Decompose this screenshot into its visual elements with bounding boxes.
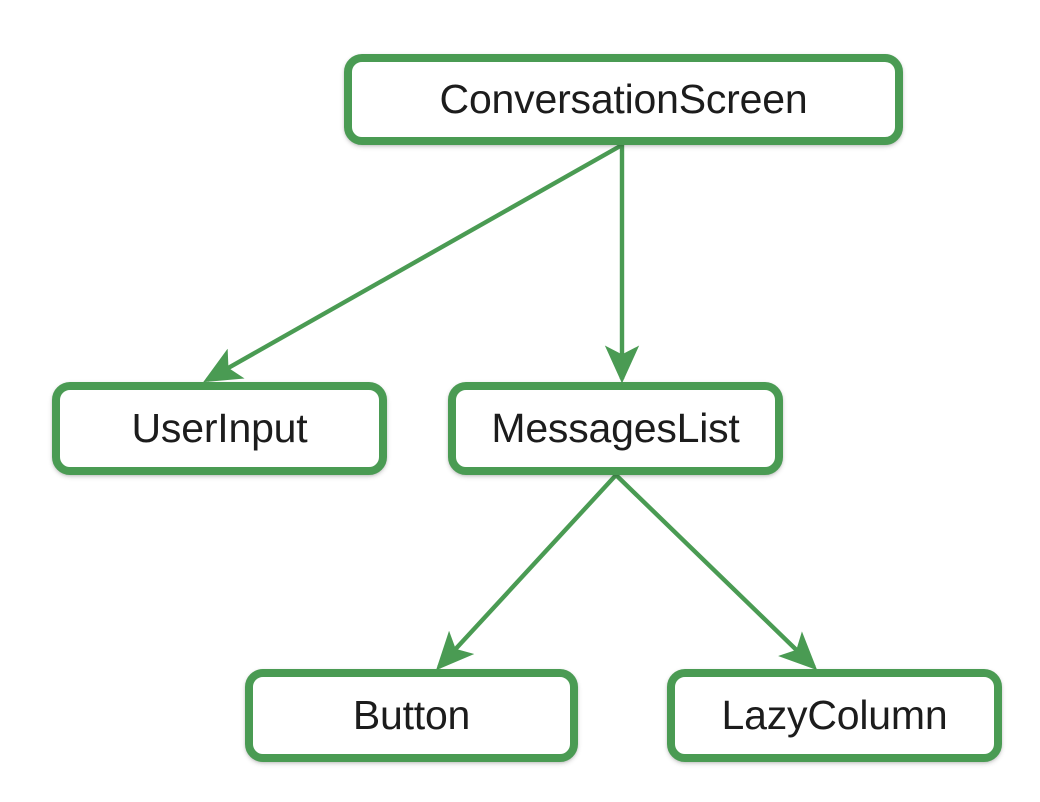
- edge-messageslist-button: [436, 473, 618, 671]
- node-button-label: Button: [352, 692, 471, 738]
- node-button[interactable]: Button: [245, 669, 578, 762]
- node-conversationscreen[interactable]: ConversationScreen: [344, 54, 903, 145]
- node-lazycolumn-label: LazyColumn: [721, 692, 948, 738]
- node-conversationscreen-label: ConversationScreen: [439, 76, 808, 122]
- node-lazycolumn[interactable]: LazyColumn: [667, 669, 1002, 762]
- node-messageslist-label: MessagesList: [491, 405, 740, 451]
- node-userinput[interactable]: UserInput: [52, 382, 387, 475]
- node-userinput-label: UserInput: [131, 405, 308, 451]
- edge-conversationscreen-userinput: [203, 143, 624, 383]
- edge-messageslist-lazycolumn: [614, 473, 818, 671]
- node-messageslist[interactable]: MessagesList: [448, 382, 783, 475]
